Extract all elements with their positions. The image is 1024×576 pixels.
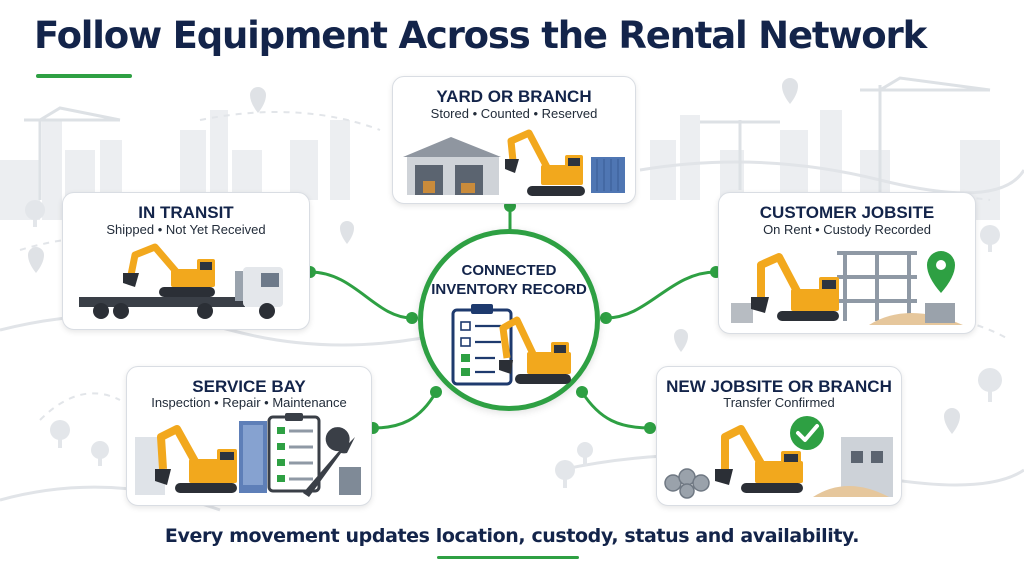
checkmark-icon [790, 416, 824, 450]
connector-jobsite [604, 270, 718, 320]
stage-card-in-transit: IN TRANSIT Shipped • Not Yet Received [62, 192, 310, 330]
service-excavator-icon [135, 413, 361, 497]
stage-card-customer-jobsite: CUSTOMER JOBSITE On Rent • Custody Recor… [718, 192, 976, 334]
node-dot [576, 386, 588, 398]
stage-subtitle: On Rent • Custody Recorded [763, 222, 931, 237]
stage-card-new-jobsite-or-branch: NEW JOBSITE OR BRANCH Transfer Confirmed [656, 366, 902, 506]
clipboard-excavator-icon [451, 304, 571, 386]
stage-subtitle: Stored • Counted • Reserved [430, 106, 598, 121]
stage-subtitle: Inspection • Repair • Maintenance [151, 395, 347, 410]
node-dot [644, 422, 656, 434]
connector-service [371, 390, 438, 430]
connector-new-jobsite [580, 390, 652, 430]
hub-title-line1: CONNECTED [461, 262, 557, 279]
wrench-icon [303, 427, 355, 497]
node-dot [600, 312, 612, 324]
stage-title: CUSTOMER JOBSITE [759, 203, 935, 222]
hub-title-line2: INVENTORY RECORD [431, 281, 587, 298]
hub-title: CONNECTED INVENTORY RECORD [423, 261, 595, 299]
node-dot [406, 312, 418, 324]
stage-title: YARD OR BRANCH [436, 87, 592, 106]
node-dot [430, 386, 442, 398]
footer-underline [437, 556, 579, 559]
truck-excavator-icon [79, 243, 283, 319]
stage-subtitle: Transfer Confirmed [723, 395, 835, 410]
new-site-excavator-icon [664, 416, 893, 499]
connector-transit [308, 270, 414, 320]
stage-title: SERVICE BAY [192, 377, 306, 396]
page-title: Follow Equipment Across the Rental Netwo… [34, 14, 927, 57]
stage-title: NEW JOBSITE OR BRANCH [666, 377, 892, 396]
stage-card-yard-or-branch: YARD OR BRANCH Stored • Counted • Reserv… [392, 76, 636, 204]
location-pin-icon [927, 251, 955, 293]
warehouse-excavator-icon [403, 129, 625, 196]
title-underline [36, 74, 132, 78]
connected-inventory-hub: CONNECTED INVENTORY RECORD [418, 229, 600, 411]
footer-tagline: Every movement updates location, custody… [164, 525, 860, 547]
stage-subtitle: Shipped • Not Yet Received [106, 222, 266, 237]
checklist-icon [277, 427, 285, 482]
stage-title: IN TRANSIT [138, 203, 234, 222]
jobsite-excavator-icon [731, 251, 963, 325]
stage-card-service-bay: SERVICE BAY Inspection • Repair • Mainte… [126, 366, 372, 506]
